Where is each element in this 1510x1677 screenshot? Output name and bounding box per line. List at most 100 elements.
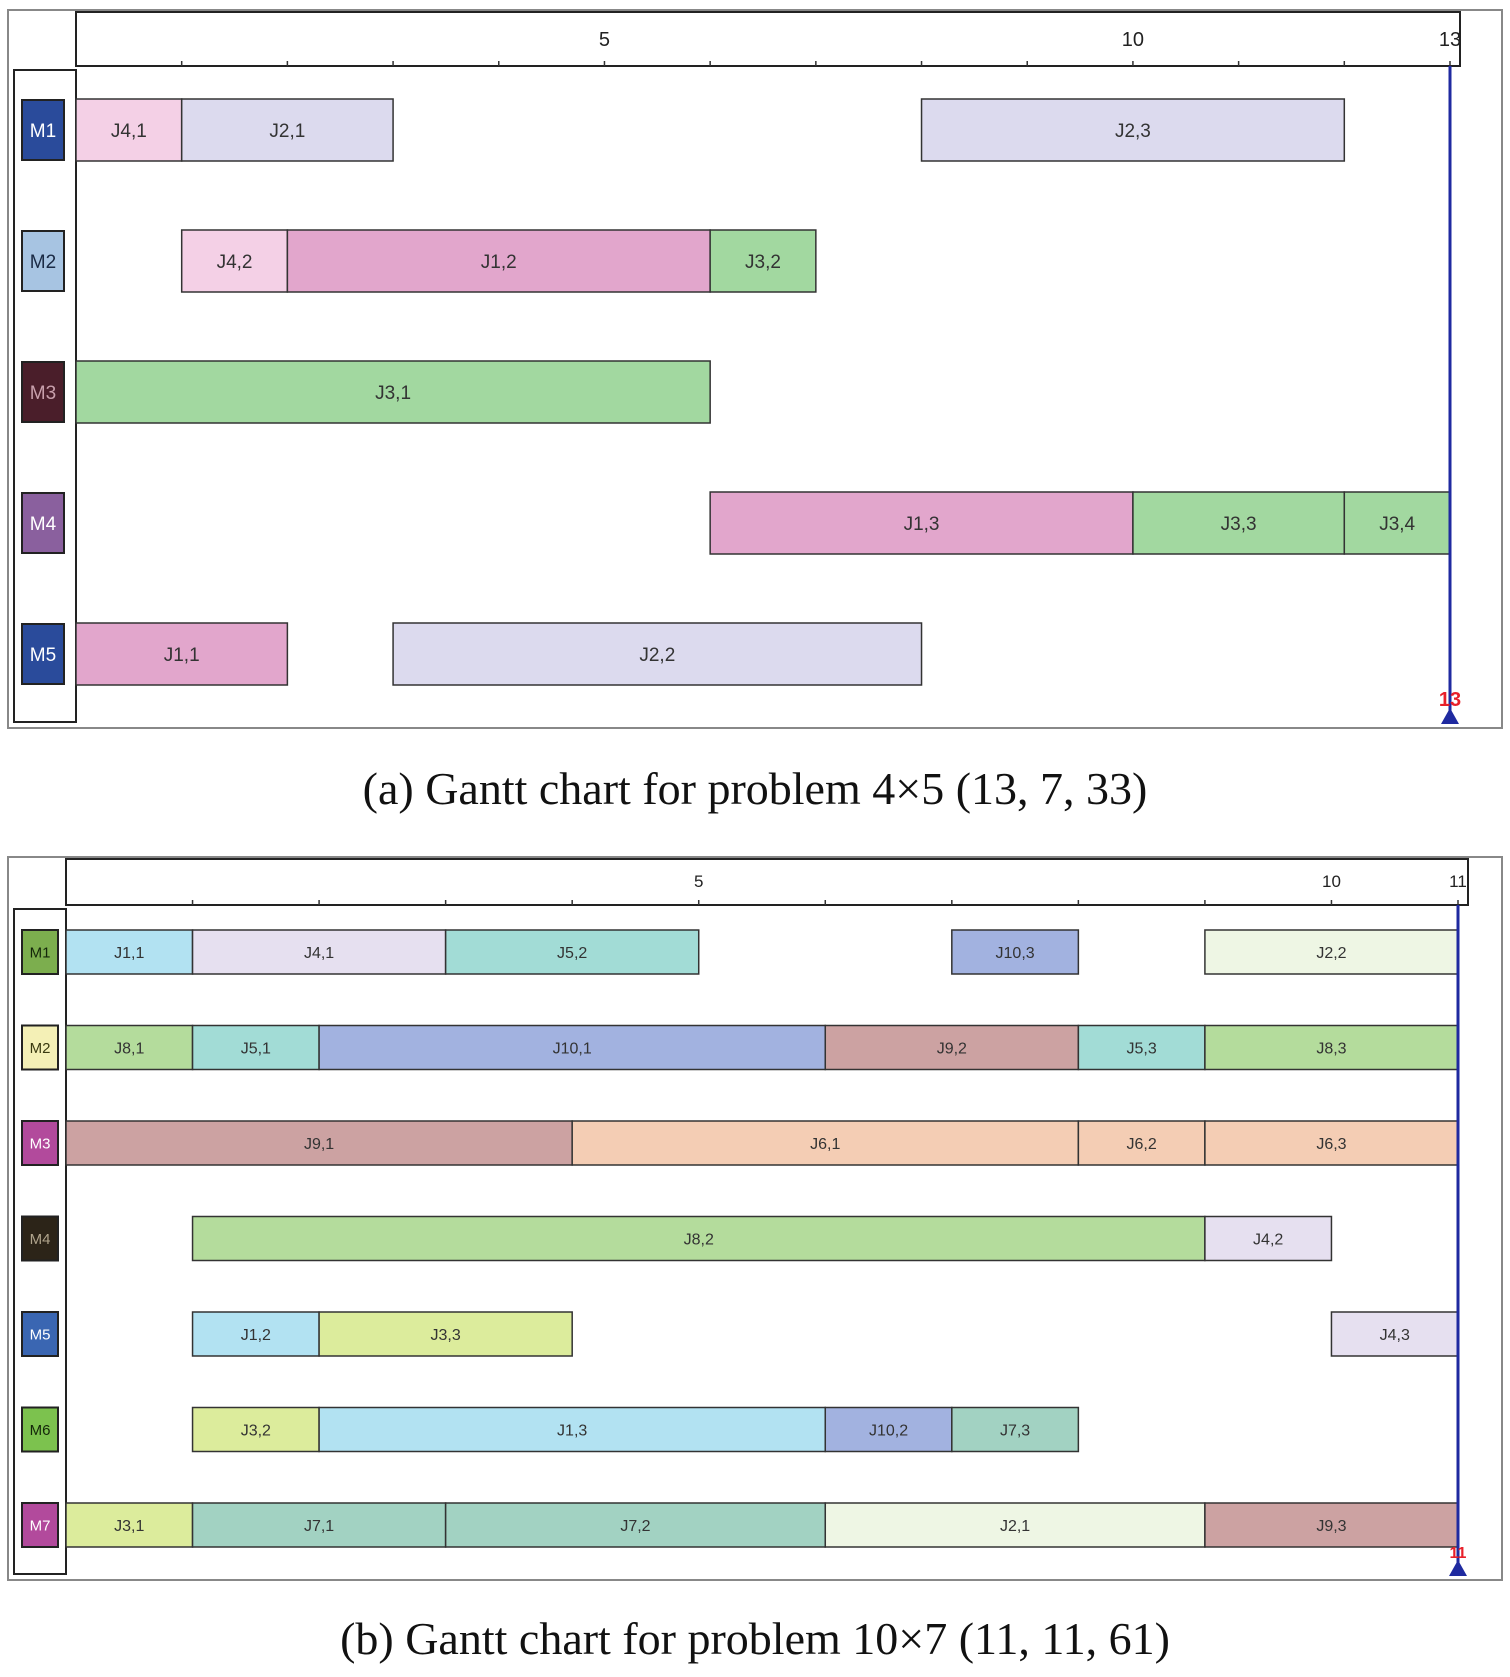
task-bar [191,1502,447,1548]
machine-label: M4 [30,1231,51,1248]
machine-badge-m1 [21,929,59,975]
task-label: J5,2 [557,945,587,962]
task-bar [1343,491,1451,555]
makespan-arrow [1441,708,1459,724]
task-label: J8,3 [1316,1040,1346,1057]
task-label: J2,1 [1000,1518,1030,1535]
machine-label: M3 [30,1135,51,1152]
task-bar [951,929,1080,975]
tick-label: 10 [1322,872,1341,891]
task-label: J6,2 [1127,1136,1157,1153]
task-label: J10,2 [869,1422,908,1439]
task-bar [75,360,711,424]
task-bar [1204,929,1459,975]
task-label: J10,1 [553,1040,592,1057]
task-bar [191,1024,320,1071]
task-label: J3,1 [114,1518,144,1535]
machine-label: M6 [30,1422,51,1439]
task-label: J9,3 [1316,1518,1346,1535]
machine-badge-m4 [21,492,65,554]
task-label: J8,2 [684,1231,714,1248]
task-bar [709,229,817,293]
task-bar [1204,1024,1459,1071]
task-label: J10,3 [996,945,1035,962]
task-label: J5,3 [1127,1040,1157,1057]
task-label: J1,3 [904,514,940,535]
task-bar [318,1406,827,1453]
task-bar [920,98,1346,162]
task-bar [824,1406,953,1453]
task-bar [824,1502,1206,1548]
task-bar [65,929,194,975]
task-label: J4,2 [1253,1231,1283,1248]
machine-badge-m2 [21,1024,59,1071]
task-label: J3,2 [241,1422,271,1439]
task-label: J3,4 [1379,514,1415,535]
task-label: J3,3 [1221,514,1257,535]
task-label: J1,1 [164,645,200,666]
task-label: J3,1 [375,383,411,404]
makespan-label: 11 [1450,1545,1467,1562]
task-bar [1204,1215,1333,1262]
time-header [75,11,1461,67]
machine-badge-m5 [21,623,65,685]
machine-badge-m3 [21,361,65,423]
machine-label: M1 [30,944,51,961]
task-bar [65,1024,194,1071]
tick-label: 5 [694,872,703,891]
task-label: J1,3 [557,1422,587,1439]
task-bar [1077,1120,1206,1166]
machine-badge-m5 [21,1311,59,1357]
machine-label: M7 [30,1517,51,1534]
task-bar [951,1406,1080,1453]
machine-badge-m3 [21,1120,59,1166]
task-label: J4,2 [217,252,253,273]
task-label: J1,2 [481,252,517,273]
machine-label: M3 [30,383,56,404]
task-bar [444,1502,827,1548]
task-bar [318,1024,827,1071]
machine-badge-m2 [21,230,65,292]
makespan-arrow [1449,1560,1467,1576]
machine-badge-m1 [21,99,65,161]
task-bar [318,1311,573,1357]
task-label: J7,2 [620,1518,650,1535]
task-label: J7,1 [304,1518,334,1535]
task-label: J8,1 [114,1040,144,1057]
task-bar [180,98,394,162]
task-bar [1330,1311,1459,1357]
task-label: J4,1 [111,121,147,142]
task-bar [444,929,700,975]
machine-badge-m7 [21,1502,59,1548]
task-label: J2,2 [639,645,675,666]
task-bar [824,1024,1080,1071]
task-label: J2,2 [1316,945,1346,962]
machine-label: M5 [30,645,56,666]
task-label: J9,1 [304,1136,334,1153]
machine-badge-m4 [21,1215,59,1262]
task-bar [191,1215,1206,1262]
tick-label: 13 [1439,29,1461,51]
task-label: J1,1 [114,945,144,962]
tick-label: 11 [1449,872,1467,891]
task-label: J6,3 [1316,1136,1346,1153]
task-label: J6,1 [810,1136,840,1153]
task-bar [191,929,447,975]
machine-label: M5 [30,1326,51,1343]
tick-label: 5 [599,29,610,51]
task-bar [1204,1120,1459,1166]
task-label: J5,1 [241,1040,271,1057]
task-label: J1,2 [241,1327,271,1344]
caption-a: (a) Gantt chart for problem 4×5 (13, 7, … [362,763,1148,814]
machine-label: M1 [30,121,56,142]
task-label: J3,3 [431,1327,461,1344]
makespan-label: 13 [1439,689,1461,711]
task-label: J9,2 [937,1040,967,1057]
task-label: J2,1 [269,121,305,142]
task-bar [75,622,289,686]
machine-badge-m6 [21,1406,59,1453]
task-bar [191,1406,320,1453]
machine-label: M2 [30,1040,51,1057]
